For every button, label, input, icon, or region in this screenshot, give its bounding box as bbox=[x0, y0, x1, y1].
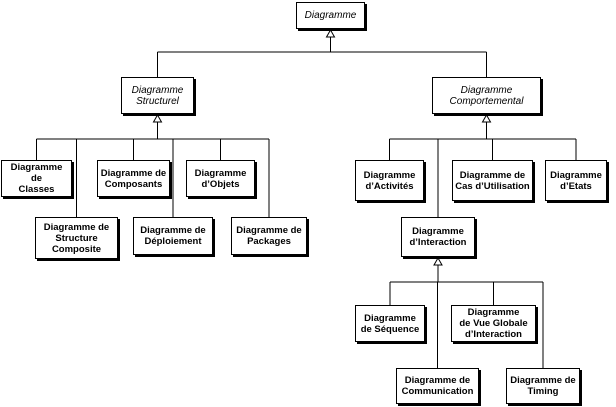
node-diagramme-de-composants: Diagramme de Composants bbox=[97, 160, 170, 197]
node-diagramme-d-interaction: Diagramme d’Interaction bbox=[401, 217, 475, 257]
node-diagramme-de-timing: Diagramme de Timing bbox=[506, 368, 580, 404]
node-diagramme-d-objets: Diagramme d’Objets bbox=[186, 160, 255, 197]
node-diagramme-de-structure-composite: Diagramme de Structure Composite bbox=[35, 217, 118, 259]
node-diagramme-de-packages: Diagramme de Packages bbox=[231, 217, 307, 255]
node-diagramme-de-classes: Diagramme de Classes bbox=[1, 160, 72, 197]
node-diagramme-d-etats: Diagramme d’Etats bbox=[545, 160, 607, 201]
generalization-arrowhead-interaction bbox=[433, 256, 443, 266]
node-diagramme-structurel: Diagramme Structurel bbox=[121, 77, 194, 114]
generalization-arrowhead-root bbox=[325, 28, 336, 38]
generalization-arrowhead-comportemental bbox=[481, 113, 492, 123]
node-diagramme: Diagramme bbox=[296, 2, 365, 29]
node-diagramme-de-cas-d-utilisation: Diagramme de Cas d’Utilisation bbox=[452, 160, 533, 201]
node-diagramme-de-communication: Diagramme de Communication bbox=[396, 368, 479, 404]
generalization-arrowhead-structurel bbox=[152, 113, 163, 123]
node-diagramme-d-activites: Diagramme d’Activités bbox=[355, 160, 424, 201]
node-diagramme-de-deploiement: Diagramme de Déploiement bbox=[133, 217, 213, 255]
node-diagramme-de-sequence: Diagramme de Séquence bbox=[355, 305, 425, 342]
node-diagramme-comportemental: Diagramme Comportemental bbox=[432, 77, 541, 114]
node-diagramme-de-vue-globale-d-interaction: Diagramme de Vue Globale d’Interaction bbox=[451, 305, 536, 342]
